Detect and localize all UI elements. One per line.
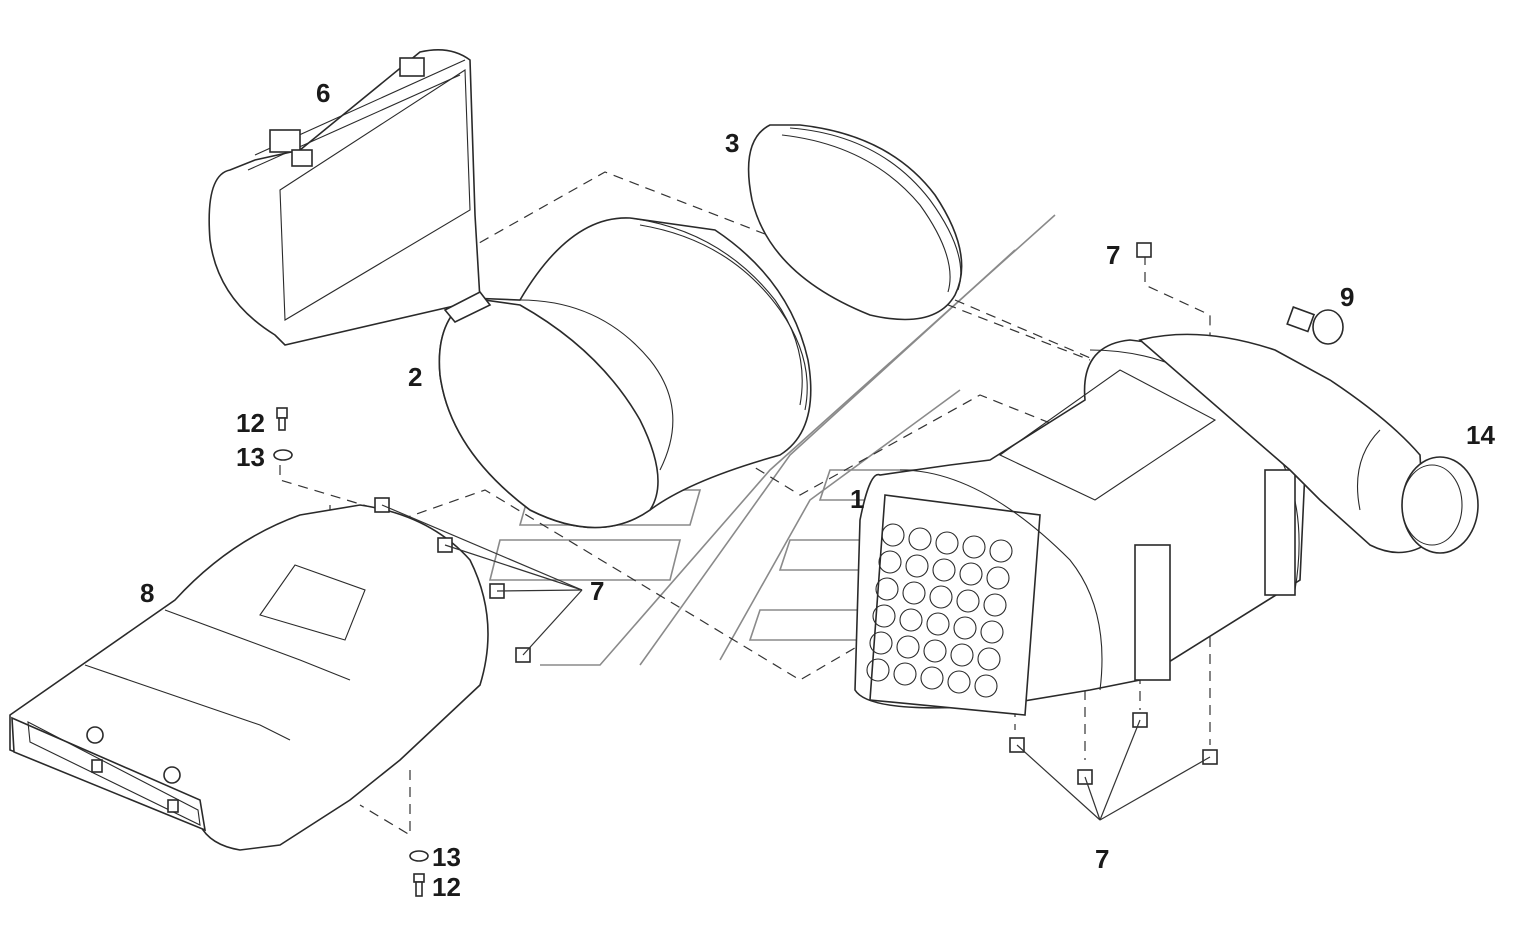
inlet-hole [959, 562, 983, 586]
callout-7-mid: 7 [590, 576, 604, 606]
inlet-hole [899, 608, 923, 632]
callout-14: 14 [1466, 420, 1495, 450]
inlet-hole [875, 577, 899, 601]
callout-leaders [381, 504, 1211, 821]
inlet-hole [980, 620, 1004, 644]
inlet-hole [962, 535, 986, 559]
inlet-hole [896, 635, 920, 659]
inlet-hole [935, 531, 959, 555]
inlet-hole [956, 589, 980, 613]
inlet-hole [929, 585, 953, 609]
inlet-hole [905, 554, 929, 578]
callout-13-top: 13 [236, 442, 265, 472]
inlet-hole [983, 593, 1007, 617]
inlet-hole [974, 674, 998, 698]
callout-1: 1 [850, 484, 864, 514]
inlet-hole [947, 670, 971, 694]
callout-2: 2 [408, 362, 422, 392]
inlet-hole [986, 566, 1010, 590]
callout-7-top: 7 [1106, 240, 1120, 270]
inlet-hole [908, 527, 932, 551]
inlet-hole [866, 658, 890, 682]
callout-8: 8 [140, 578, 154, 608]
inlet-hole [932, 558, 956, 582]
callout-7-bottom: 7 [1095, 844, 1109, 874]
callout-6: 6 [316, 78, 330, 108]
inlet-hole [923, 639, 947, 663]
part-2-filter-element [438, 217, 812, 529]
part-8-intake-duct [9, 504, 489, 851]
part-3-safety-filter [747, 124, 963, 321]
inlet-hole [920, 666, 944, 690]
callout-12-bottom: 12 [432, 872, 461, 902]
inlet-hole [878, 550, 902, 574]
inlet-hole [989, 539, 1013, 563]
part-14-outlet-elbow [1138, 333, 1479, 554]
inlet-hole [893, 662, 917, 686]
callout-9: 9 [1340, 282, 1354, 312]
callout-13-bottom: 13 [432, 842, 461, 872]
part-6-frame [208, 49, 481, 346]
callout-labels: 1 2 3 6 7 7 7 8 9 12 13 13 12 14 [140, 78, 1495, 902]
inlet-hole [950, 643, 974, 667]
inlet-hole [872, 604, 896, 628]
callout-12-top: 12 [236, 408, 265, 438]
inlet-hole [902, 581, 926, 605]
inlet-hole [977, 647, 1001, 671]
callout-3: 3 [725, 128, 739, 158]
part-9-plug [1286, 306, 1344, 345]
part-1-housing [854, 339, 1306, 716]
inlet-hole [881, 523, 905, 547]
inlet-hole [926, 612, 950, 636]
inlet-hole [953, 616, 977, 640]
housing-inlet-grid [866, 523, 1013, 698]
fasteners-12-13 [273, 407, 429, 897]
inlet-hole [869, 631, 893, 655]
